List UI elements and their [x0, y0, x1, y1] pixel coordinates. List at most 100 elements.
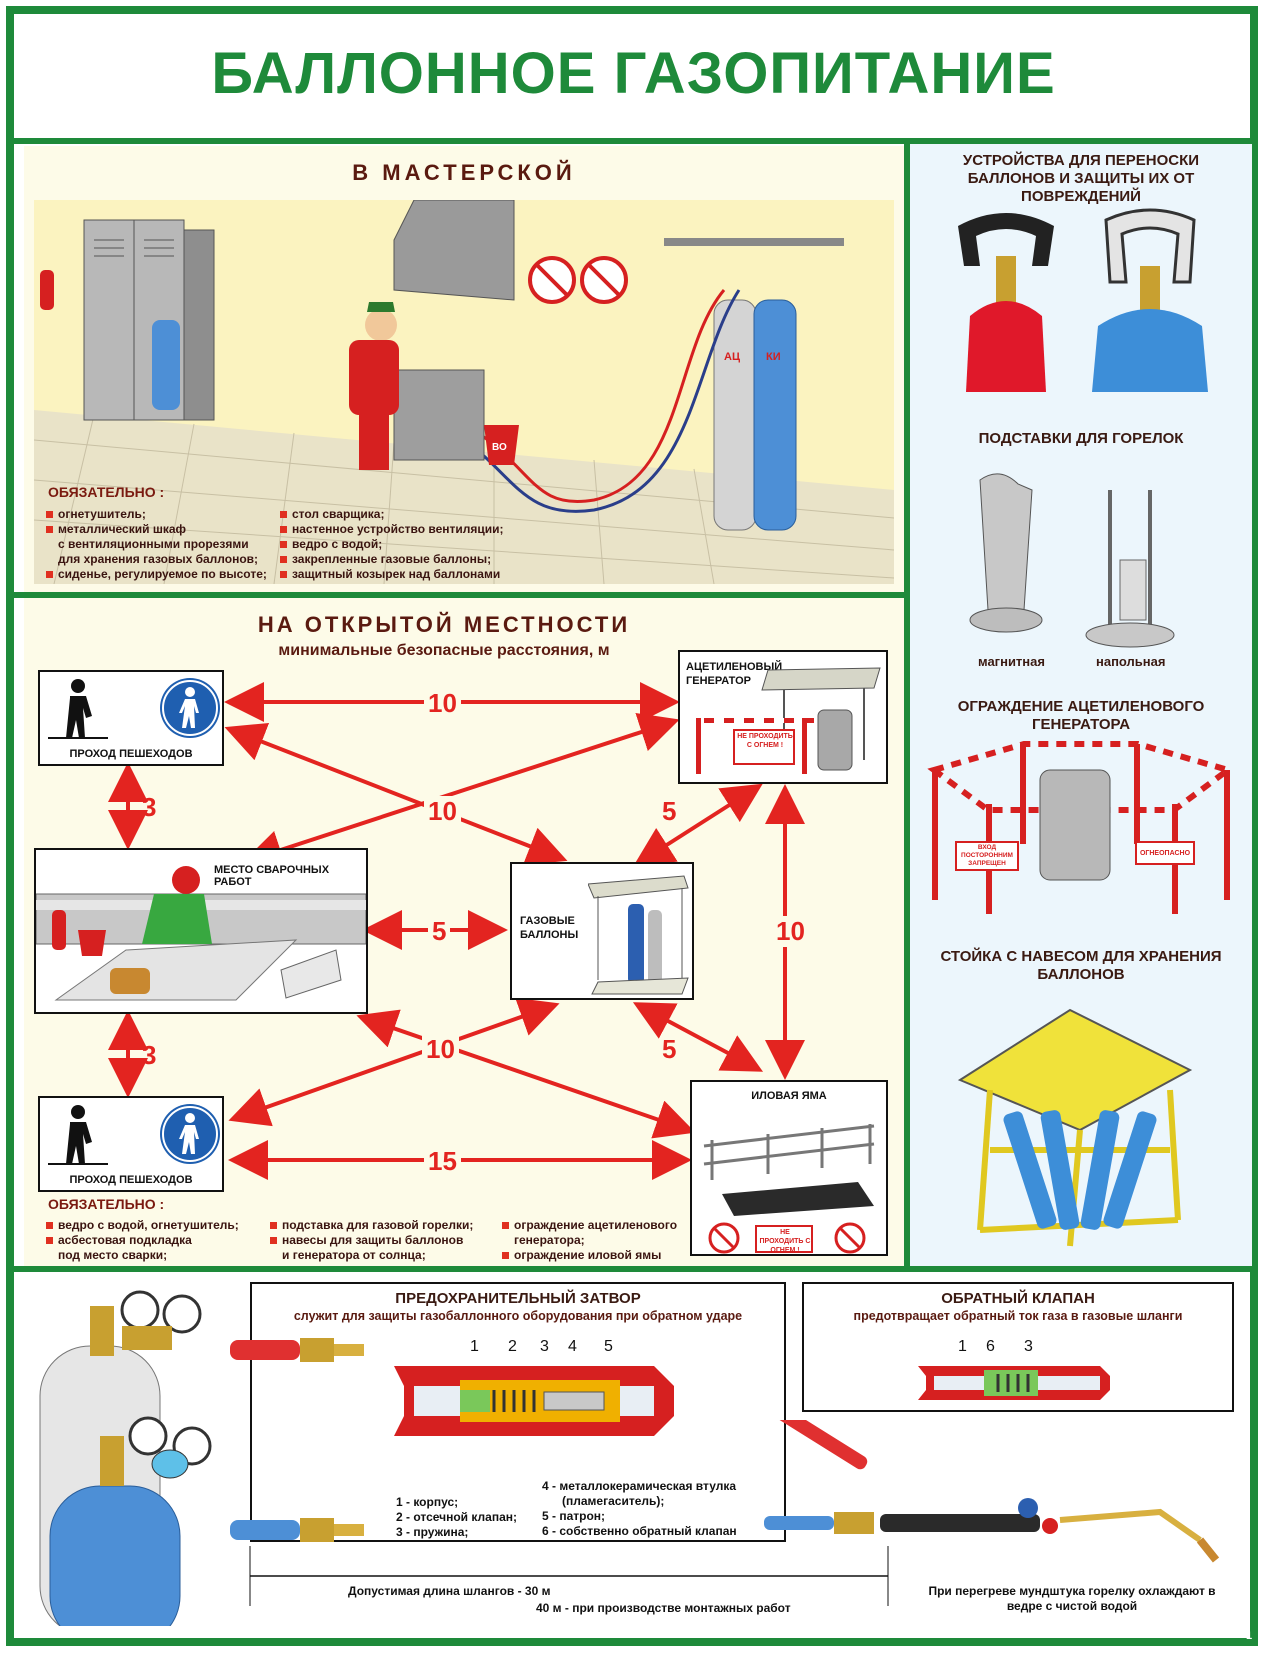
pedestrian-label: ПРОХОД ПЕШЕХОДОВ [69, 748, 193, 760]
distance-label: 5 [662, 796, 677, 826]
cylinder-caps-illustration [958, 208, 1208, 392]
pedestrian-icon [48, 679, 108, 739]
gas-cylinders-label: ГАЗОВЫЕ БАЛЛОНЫ [520, 915, 579, 941]
workshop-divider [14, 592, 906, 598]
welding-illustration [36, 866, 366, 1001]
outdoor-required-label: ОБЯЗАТЕЛЬНО : [48, 1196, 165, 1212]
valve-part-number: 5 [604, 1338, 613, 1355]
sludge-pit-label: ИЛОВАЯ ЯМА [751, 1090, 827, 1102]
check-part-number: 6 [986, 1338, 995, 1355]
check-part-number: 3 [1024, 1338, 1033, 1355]
fence-sign-entry: ВХОД ПОСТОРОННИМ ЗАПРЕЩЕН [961, 844, 1013, 867]
bottom-divider [14, 1266, 1252, 1272]
acetylene-generator-label: АЦЕТИЛЕНОВЫЙ ГЕНЕРАТОР [686, 661, 783, 687]
workshop-right-item: защитный козырек над баллонами [280, 567, 540, 582]
distance-label: 5 [428, 916, 451, 947]
workshop-right-item: стол сварщика; [280, 507, 540, 522]
pedestrian-sign-icon [160, 678, 220, 738]
check-valve-title: ОБРАТНЫЙ КЛАПАН [941, 1290, 1095, 1307]
blue-hose-fitting [230, 1518, 364, 1542]
workshop-left-item: огнетушитель; [46, 507, 276, 522]
outdoor-heading: НА ОТКРЫТОЙ МЕСТНОСТИ [257, 612, 631, 637]
safety-valve-title: ПРЕДОХРАНИТЕЛЬНЫЙ ЗАТВОР [395, 1290, 641, 1307]
outdoor-item: ограждение ацетиленового [502, 1218, 702, 1233]
torch-illustration [764, 1420, 1220, 1563]
valve-part-number: 2 [508, 1338, 517, 1355]
distance-label: 3 [142, 792, 157, 822]
hose-length-label: Допустимая длина шлангов - 30 м [348, 1584, 551, 1598]
pedestrian-label: ПРОХОД ПЕШЕХОДОВ [69, 1174, 193, 1186]
part-item: 1 - корпус; [396, 1495, 459, 1509]
part-item: (пламегаситель); [562, 1494, 665, 1508]
part-item: 5 - патрон; [542, 1509, 606, 1523]
distance-label: 10 [422, 1034, 459, 1065]
magnetic-label: магнитная [978, 654, 1045, 669]
side-divider [904, 144, 910, 1268]
floor-label: напольная [1096, 654, 1166, 669]
outdoor-subheading: минимальные безопасные расстояния, м [278, 642, 610, 659]
no-fire-sign: НЕ ПРОХОДИТЬ С ОГНЕМ ! [737, 733, 793, 749]
distance-label: 10 [424, 796, 461, 827]
outdoor-list-col1: ведро с водой, огнетушитель; асбестовая … [46, 1218, 266, 1263]
cylinder-label-ki: КИ [766, 351, 781, 363]
workshop-required-label: ОБЯЗАТЕЛЬНО : [48, 484, 165, 500]
fence-illustration [927, 741, 1235, 914]
safety-valve-subtitle: служит для защиты газобаллонного оборудо… [293, 1309, 743, 1323]
bucket-label: ВО [492, 442, 507, 453]
no-fire-sign: НЕ ПРОХОДИТЬ С ОГНЕМ ! [759, 1229, 811, 1254]
outdoor-item: навесы для защиты баллонов [270, 1233, 500, 1248]
distance-label: 10 [424, 688, 461, 719]
torch-stands-illustration [969, 473, 1175, 648]
welding-place-label: МЕСТО СВАРОЧНЫХ РАБОТ [214, 864, 330, 888]
pedestrian-icon [48, 1105, 108, 1165]
part-item: 4 - металлокерамическая втулка [542, 1479, 737, 1493]
workshop-left-item: для хранения газовых баллонов; [58, 552, 259, 566]
outdoor-list-col2: подставка для газовой горелки; навесы дл… [270, 1218, 500, 1263]
distance-label: 3 [142, 1040, 157, 1070]
welding-place-box: МЕСТО СВАРОЧНЫХ РАБОТ [34, 848, 368, 1014]
page-number: 1 [1246, 1630, 1253, 1642]
overheat-note: При перегреве мундштука горелку охлаждаю… [928, 1584, 1216, 1613]
outdoor-item: и генератора от солнца; [282, 1248, 426, 1262]
pedestrian-sign-icon [160, 1104, 220, 1164]
check-valve-subtitle: предотвращает обратный ток газа в газовы… [853, 1309, 1183, 1323]
distance-label: 15 [424, 1146, 461, 1177]
hose-length-label-2: 40 м - при производстве монтажных работ [536, 1601, 791, 1615]
outdoor-item: под место сварки; [58, 1248, 168, 1262]
pedestrian-box-top: ПРОХОД ПЕШЕХОДОВ [38, 670, 224, 766]
fence-sign-flammable: ОГНЕОПАСНО [1139, 850, 1191, 857]
parts-list-right: 4 - металлокерамическая втулка (пламегас… [542, 1479, 737, 1539]
cylinder-cart-illustration [588, 875, 689, 995]
red-hose-fitting [230, 1338, 364, 1362]
workshop-right-item: настенное устройство вентиляции; [280, 522, 540, 537]
part-item: 3 - пружина; [396, 1525, 469, 1539]
valve-part-number: 1 [470, 1338, 479, 1355]
outdoor-item: генератора; [514, 1233, 585, 1247]
outdoor-item: подставка для газовой горелки; [270, 1218, 500, 1233]
workshop-right-item: ведро с водой; [280, 537, 540, 552]
safety-valve-cutaway [394, 1366, 674, 1436]
torch-stands-heading: ПОДСТАВКИ ДЛЯ ГОРЕЛОК [978, 430, 1184, 447]
gas-cylinders-box: ГАЗОВЫЕ БАЛЛОНЫ [510, 862, 694, 1000]
workshop-left-item: с вентиляционными прорезями [58, 537, 249, 551]
acetylene-generator-box: АЦЕТИЛЕНОВЫЙ ГЕНЕРАТОР НЕ ПРОХОДИТЬ С ОГ… [678, 650, 888, 784]
check-valve-cutaway [918, 1366, 1110, 1400]
workshop-list-right: стол сварщика; настенное устройство вент… [280, 507, 540, 582]
workshop-right-item: закрепленные газовые баллоны; [280, 552, 540, 567]
sludge-pit-box: ИЛОВАЯ ЯМА НЕ ПРОХОДИТЬ С ОГНЕМ ! [690, 1080, 888, 1256]
poster-title: БАЛЛОННОЕ ГАЗОПИТАНИЕ [211, 41, 1056, 106]
workshop-heading: В МАСТЕРСКОЙ [352, 160, 576, 185]
valve-part-number: 4 [568, 1338, 577, 1355]
title-divider [14, 138, 1252, 144]
carry-devices-heading: УСТРОЙСТВА ДЛЯ ПЕРЕНОСКИ БАЛЛОНОВ И ЗАЩИ… [962, 152, 1200, 205]
outdoor-list-col3: ограждение ацетиленового генератора; огр… [502, 1218, 702, 1263]
pedestrian-box-bottom: ПРОХОД ПЕШЕХОДОВ [38, 1096, 224, 1192]
distance-label: 5 [662, 1034, 677, 1064]
acetylene-generator-illustration [694, 667, 881, 774]
outdoor-item: асбестовая подкладка [46, 1233, 266, 1248]
stand-heading: СТОЙКА С НАВЕСОМ ДЛЯ ХРАНЕНИЯ БАЛЛОНОВ [940, 948, 1222, 983]
distance-label: 10 [774, 916, 807, 947]
workshop-left-item: металлический шкаф [46, 522, 276, 537]
check-part-number: 1 [958, 1338, 967, 1355]
outdoor-item: ведро с водой, огнетушитель; [46, 1218, 266, 1233]
